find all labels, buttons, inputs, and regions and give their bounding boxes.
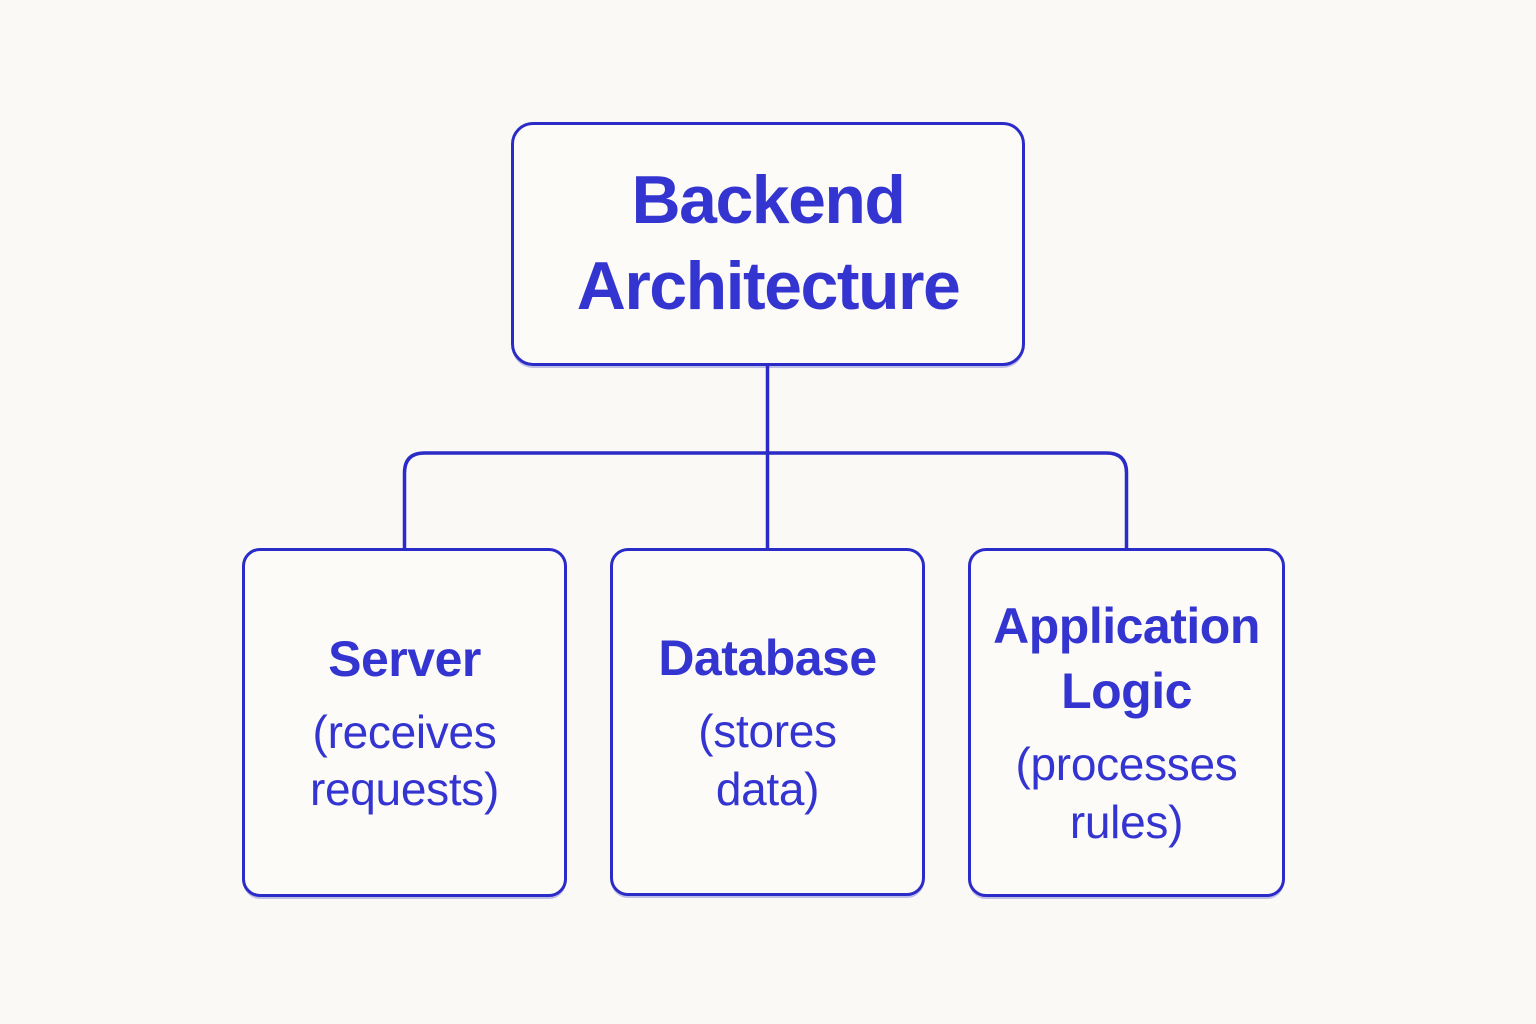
node-server-title: Server [328,630,481,687]
connector-branch-rail [402,451,1129,550]
node-database-title: Database [658,630,877,687]
node-database-subtitle: (stores data) [698,705,837,815]
node-application-logic: Application Logic (processes rules) [968,548,1285,897]
node-application-logic-title: Application Logic [993,598,1260,720]
node-backend-architecture-title: Backend Architecture [576,162,961,324]
node-backend-architecture: Backend Architecture [511,122,1025,366]
node-database: Database (stores data) [610,548,925,896]
node-server: Server (receives requests) [242,548,567,897]
node-server-subtitle: (receives requests) [309,705,500,815]
node-application-logic-subtitle: (processes rules) [1015,738,1238,848]
